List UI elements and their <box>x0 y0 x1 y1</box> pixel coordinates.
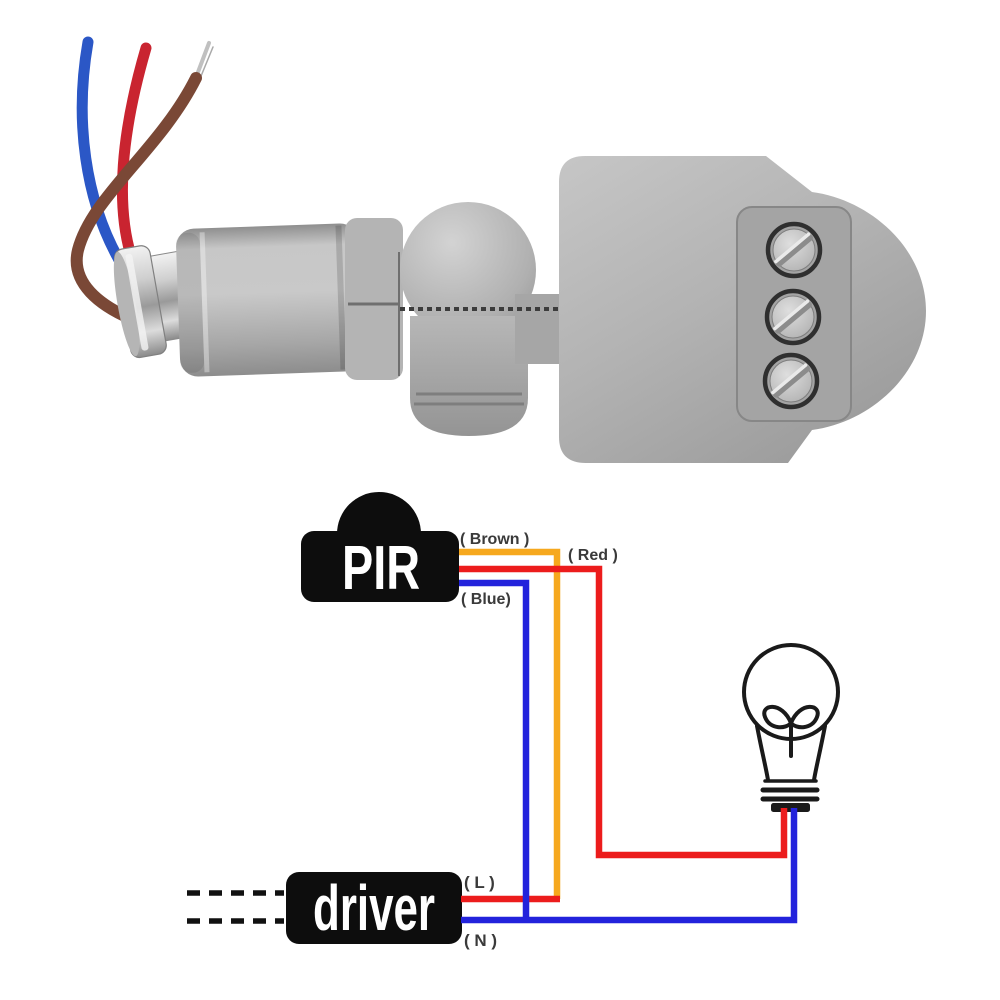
label-neutral: ( N ) <box>464 931 497 950</box>
wire-brown-pir-to-L <box>459 548 561 899</box>
lower-knuckle <box>410 316 528 436</box>
terminal-screw-bottom <box>765 355 817 407</box>
wire-blue-pir-to-N <box>459 579 530 918</box>
sensor-head-cylinder <box>175 223 362 377</box>
label-blue: ( Blue) <box>461 591 511 608</box>
pir-sensor-photo <box>70 36 926 463</box>
label-live: ( L ) <box>464 873 495 892</box>
light-bulb-icon <box>742 643 840 812</box>
bulb-filament <box>762 704 820 758</box>
pir-node-label: PIR <box>342 534 420 603</box>
wiring-diagram: PIR driver ( Brown ) ( Red ) <box>187 492 840 950</box>
pir-box <box>301 531 459 602</box>
driver-box <box>286 872 462 944</box>
photo-brown-wire <box>70 72 202 326</box>
ball-joint <box>400 202 536 338</box>
label-red: ( Red ) <box>568 547 618 564</box>
wire-blue-driver-N-to-bulb <box>461 808 798 924</box>
bulb-base-contact <box>771 803 810 812</box>
wire-red-pir-to-bulb <box>459 565 788 859</box>
terminal-screw-top <box>768 224 820 276</box>
cylinder-groove <box>335 225 347 370</box>
driver-node-label: driver <box>313 872 435 944</box>
driver-node: driver <box>286 872 462 944</box>
pir-node: PIR <box>301 492 459 603</box>
terminal-screw-middle <box>767 291 819 343</box>
label-brown: ( Brown ) <box>460 531 529 548</box>
hinge-plate <box>345 218 403 380</box>
